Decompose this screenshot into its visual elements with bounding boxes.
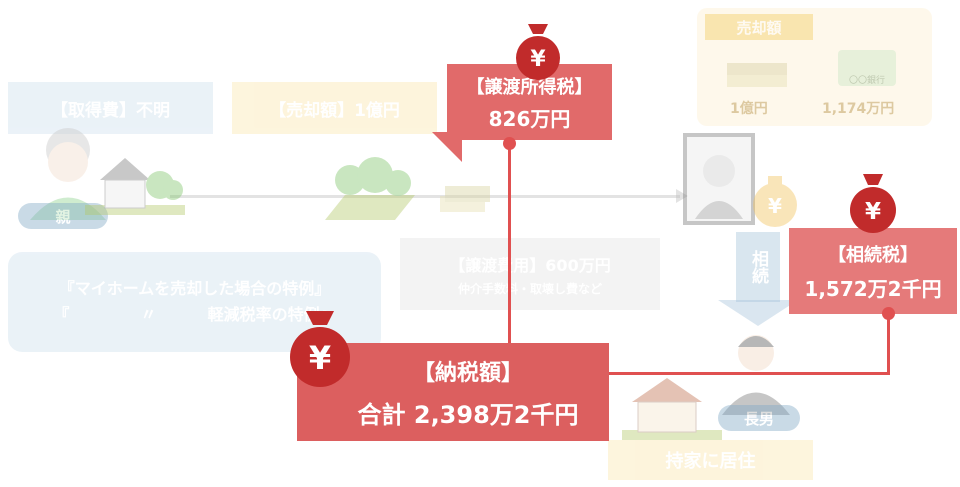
sale-price-label: 【売却額】1億円 <box>232 82 437 134</box>
transfer-cost-box: 【譲渡費用】600万円 仲介手数料・取壊し費など <box>400 238 660 310</box>
inheritance-tax-connector-dot <box>882 307 895 320</box>
transfer-cost-title: 【譲渡費用】600万円 <box>449 255 611 275</box>
svg-text:¥: ¥ <box>865 199 881 225</box>
bank-card-icon: 〇〇銀行 <box>838 50 896 86</box>
transfer-income-tax-pointer <box>432 132 462 162</box>
transfer-tax-connector-dot <box>503 137 516 150</box>
special-rule-line2: 『 〃 軽減税率の特例』 <box>53 305 336 324</box>
parent-badge: 親 <box>18 203 108 229</box>
sold-land-icon <box>325 157 415 220</box>
inheritance-panel <box>697 8 932 126</box>
total-tax-amount: 合計 2,398万2千円 <box>357 400 579 429</box>
inheritance-tax-amount: 1,572万2千円 <box>804 276 942 301</box>
inherit-arrow: 相続 <box>736 232 780 302</box>
timeline-arrow-head <box>676 189 688 203</box>
eldest-son-avatar-icon <box>722 335 790 415</box>
parent-house-icon <box>85 158 185 215</box>
total-tax-title: 【納税額】 <box>412 360 523 386</box>
transfer-income-tax-title: 【譲渡所得税】 <box>466 76 593 98</box>
inheritance-tax-money-bag-icon: ¥ <box>850 174 896 233</box>
transfer-cost-detail: 仲介手数料・取壊し費など <box>457 281 602 296</box>
memorial-portrait-icon <box>683 133 755 225</box>
parent-avatar-icon <box>30 128 106 220</box>
svg-text:¥: ¥ <box>530 47 546 72</box>
inherit-arrow-head <box>718 300 798 326</box>
transfer-income-tax-amount: 826万円 <box>488 106 571 131</box>
timeline-arrow <box>170 195 680 198</box>
inheritance-tax-title: 【相続税】 <box>828 244 918 266</box>
inheritance-tax-box: 【相続税】 1,572万2千円 <box>789 228 957 314</box>
eldest-son-status: 持家に居住 <box>608 440 813 480</box>
cash-stack-icon <box>440 186 490 212</box>
transfer-tax-connector <box>508 143 511 345</box>
parent-cost-label: 【取得費】不明 <box>8 82 213 134</box>
inheritance-yen-bag-icon: ¥ <box>753 176 797 227</box>
special-rule-box: 『マイホームを売却した場合の特例』 『 〃 軽減税率の特例』 <box>8 252 381 352</box>
svg-text:¥: ¥ <box>309 339 331 377</box>
svg-text:¥: ¥ <box>768 194 782 218</box>
total-tax-money-bag-icon: ¥ <box>290 311 350 387</box>
eldest-son-badge: 長男 <box>718 405 800 431</box>
inheritance-tax-connector-horizontal <box>608 372 890 375</box>
cash-bundle-icon <box>727 63 787 87</box>
inheritance-tax-connector-vertical <box>887 315 890 374</box>
transfer-tax-money-bag-icon: ¥ <box>516 24 560 80</box>
special-rule-line1: 『マイホームを売却した場合の特例』 <box>58 279 331 298</box>
cash-label: 1億円 <box>730 101 768 117</box>
inheritance-panel-header: 売却額 <box>705 14 813 40</box>
son-house-icon <box>622 378 722 440</box>
bank-balance-label: 1,174万円 <box>822 101 895 117</box>
